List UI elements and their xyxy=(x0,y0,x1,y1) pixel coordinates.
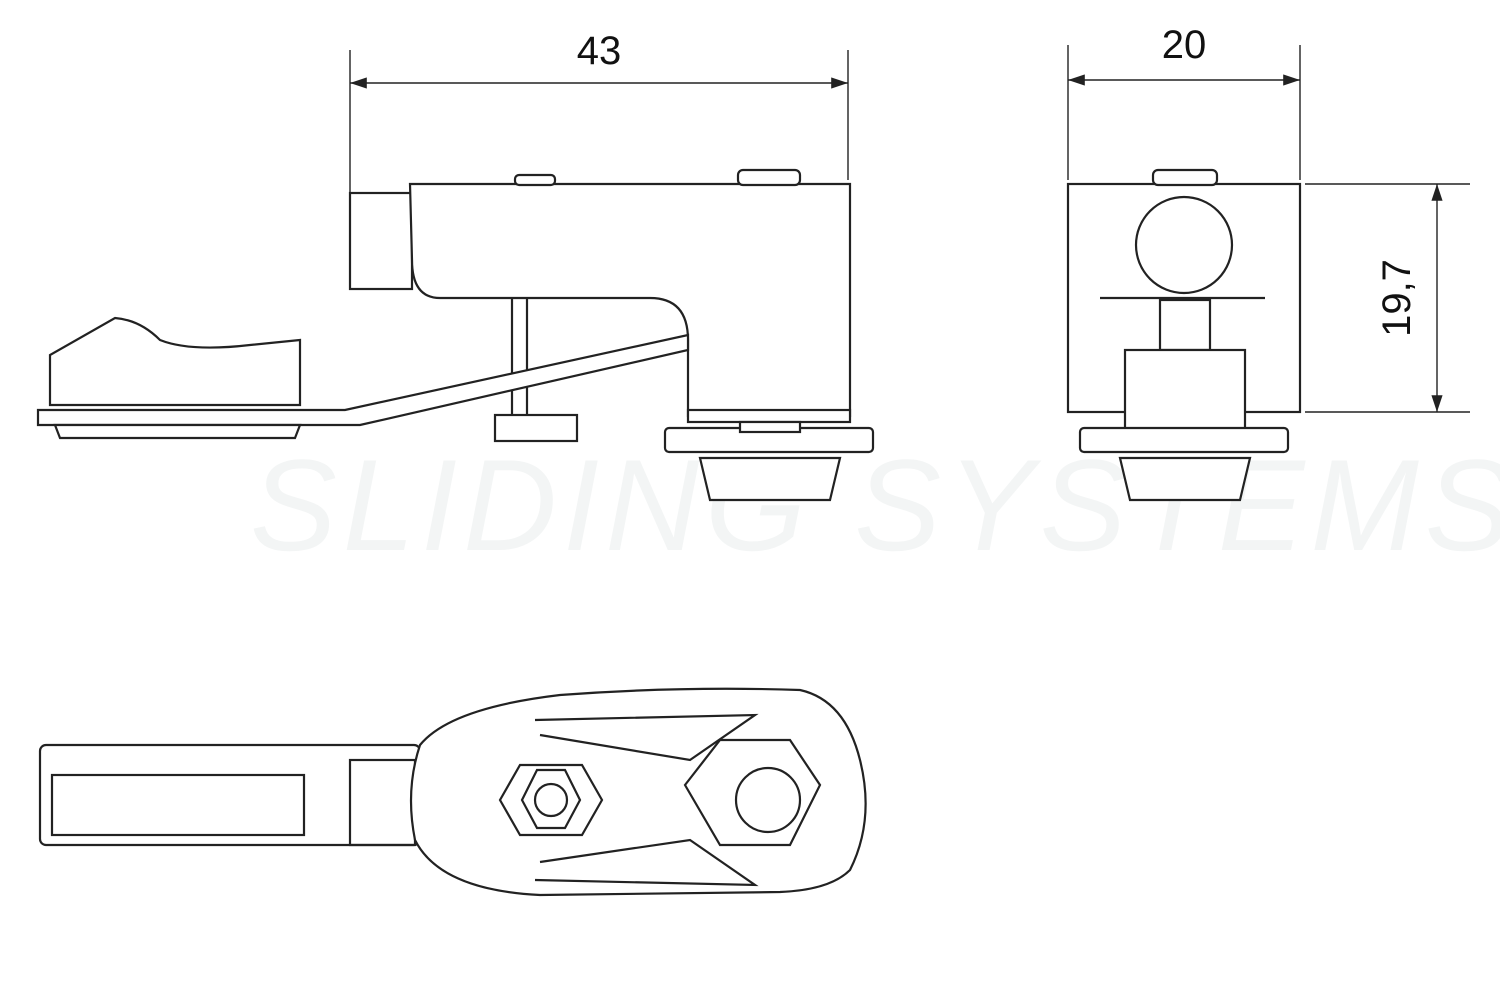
watermark-text: SLIDING SYSTEMS xyxy=(250,432,1500,578)
front-view: 20 19,7 xyxy=(1066,23,1470,502)
side-view: 43 xyxy=(36,29,875,502)
dimension-20-label: 20 xyxy=(1162,23,1207,67)
dimension-19-7-label: 19,7 xyxy=(1375,259,1419,337)
top-view xyxy=(38,687,867,897)
dimension-43-label: 43 xyxy=(577,29,622,73)
